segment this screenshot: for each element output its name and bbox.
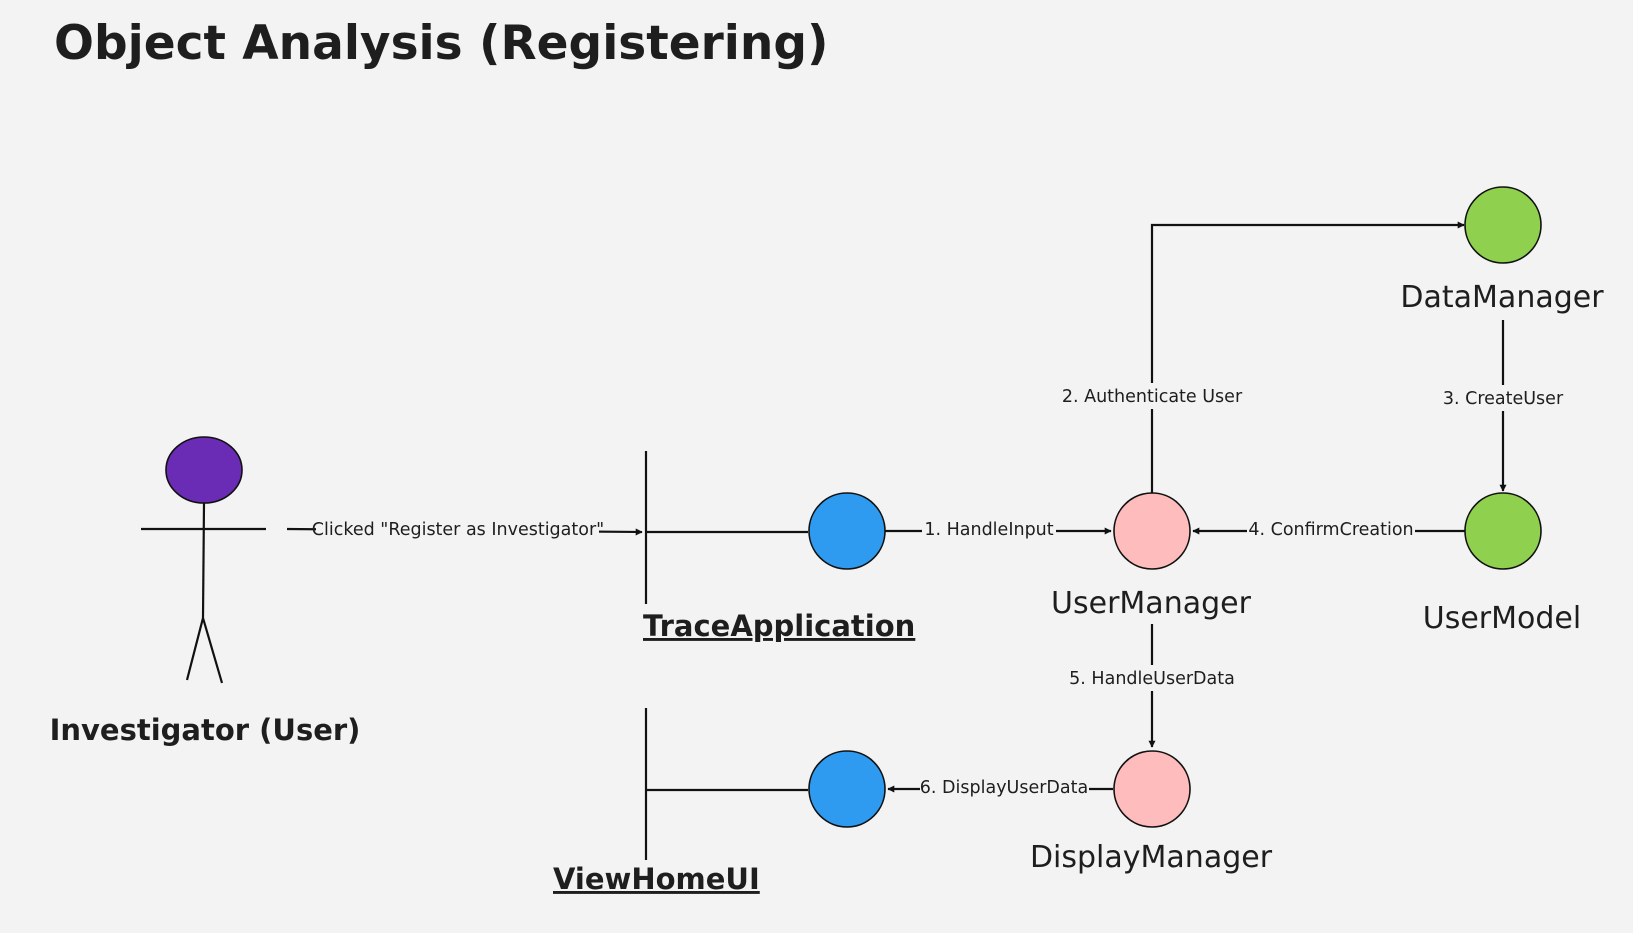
message-handle-user-data: 5. HandleUserData	[1068, 624, 1236, 748]
authenticate-arrow	[1150, 221, 1465, 493]
actor-head	[165, 436, 243, 504]
message-clicked: Clicked "Register as Investigator"	[286, 516, 643, 542]
message-create-user: 3. CreateUser	[1440, 320, 1566, 492]
handle-user-data-label: 5. HandleUserData	[1069, 669, 1235, 689]
confirm-creation-label: 4. ConfirmCreation	[1248, 520, 1413, 540]
trace-app-circle	[808, 492, 886, 570]
view-home-label: ViewHomeUI	[553, 862, 760, 896]
message-display-user-data: 6. DisplayUserData	[887, 776, 1113, 802]
display-user-data-label-bg	[920, 776, 1089, 802]
clicked-label-bg	[316, 516, 599, 542]
control-display-manager[interactable]: DisplayManager	[1030, 750, 1273, 875]
page-title: Object Analysis (Registering)	[54, 16, 829, 71]
display-manager-label: DisplayManager	[1030, 840, 1273, 875]
actor-body	[201, 502, 206, 619]
actor-left-leg	[185, 617, 205, 681]
control-user-manager[interactable]: UserManager	[1051, 492, 1252, 621]
view-home-circle	[808, 750, 886, 828]
user-model-circle	[1464, 492, 1542, 570]
authenticate-label-bg	[1062, 383, 1242, 409]
actor-right-leg	[201, 617, 224, 684]
message-authenticate-user: 2. Authenticate User	[1062, 221, 1465, 493]
data-manager-circle	[1464, 186, 1542, 264]
clicked-label: Clicked "Register as Investigator"	[312, 520, 604, 540]
boundary-view-home-ui[interactable]: ViewHomeUI	[553, 708, 886, 896]
entity-user-model[interactable]: UserModel	[1423, 492, 1581, 636]
confirm-creation-label-bg	[1247, 518, 1415, 544]
create-user-label-bg	[1440, 385, 1566, 411]
handle-input-label: 1. HandleInput	[924, 520, 1053, 540]
handle-input-label-bg	[922, 518, 1056, 544]
trace-app-label: TraceApplication	[643, 609, 915, 643]
data-manager-label: DataManager	[1400, 280, 1604, 315]
display-user-data-label: 6. DisplayUserData	[920, 778, 1088, 798]
message-handle-input: 1. HandleInput	[885, 518, 1112, 544]
user-manager-label: UserManager	[1051, 586, 1252, 621]
user-manager-circle	[1113, 492, 1191, 570]
authenticate-label: 2. Authenticate User	[1062, 387, 1243, 407]
message-confirm-creation: 4. ConfirmCreation	[1192, 518, 1465, 544]
actor-label: Investigator (User)	[50, 713, 361, 747]
user-model-label: UserModel	[1423, 601, 1581, 636]
actor-investigator[interactable]: Investigator (User)	[50, 436, 361, 747]
entity-data-manager[interactable]: DataManager	[1400, 186, 1604, 315]
boundary-trace-application[interactable]: TraceApplication	[643, 451, 915, 643]
create-user-label: 3. CreateUser	[1443, 389, 1564, 409]
display-manager-circle	[1113, 750, 1191, 828]
handle-user-data-label-bg	[1068, 665, 1236, 691]
